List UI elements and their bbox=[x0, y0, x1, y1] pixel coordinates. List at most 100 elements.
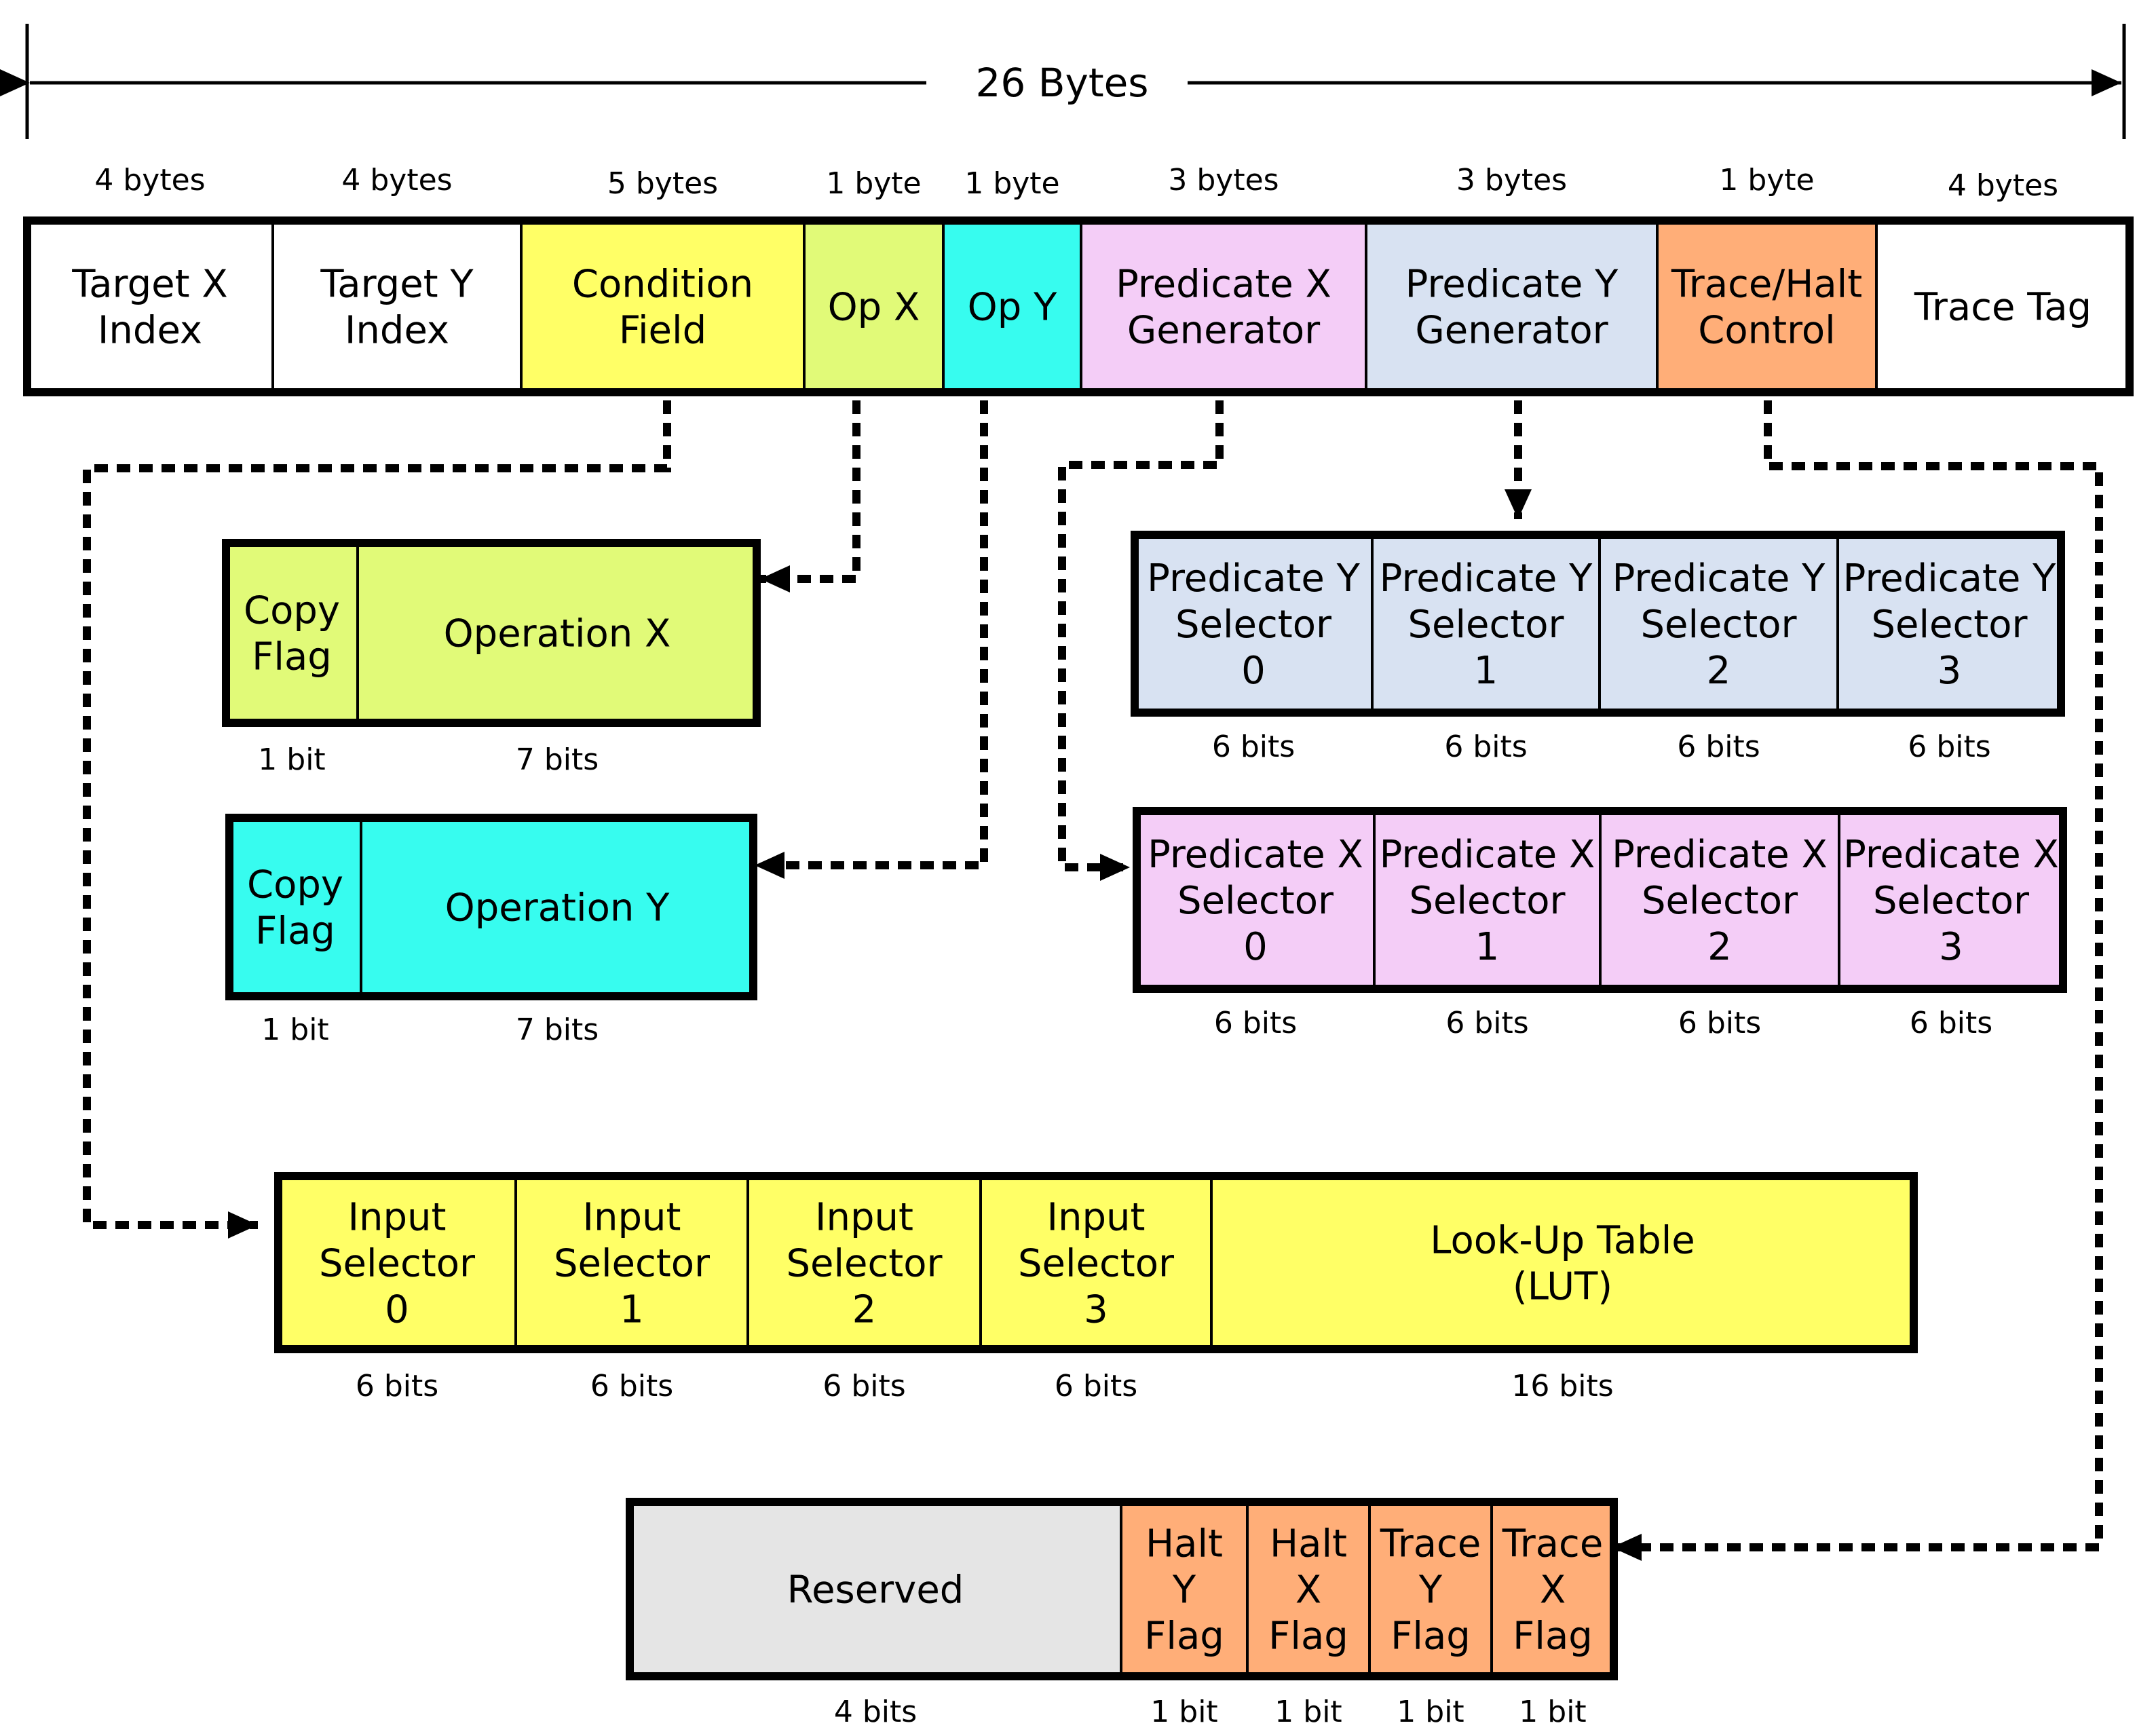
field-label-line: Selector bbox=[319, 1242, 476, 1286]
predicate-y-selectors-row-frame bbox=[1131, 531, 2065, 717]
total-size-label: 26 Bytes bbox=[976, 60, 1149, 106]
field-size-label: 1 bit bbox=[1150, 1695, 1217, 1729]
field-label-line: Predicate Y bbox=[1147, 556, 1360, 601]
field-label-line: Trace bbox=[1380, 1522, 1481, 1566]
field-size-label: 6 bits bbox=[1910, 1006, 1992, 1040]
field-label-line: 1 bbox=[620, 1288, 644, 1332]
field-label-line: Predicate Y bbox=[1612, 556, 1826, 601]
field-label-line: Selector bbox=[1640, 603, 1797, 647]
field-label-line: 3 bbox=[1939, 925, 1963, 969]
condition-field-row-frame bbox=[274, 1172, 1918, 1353]
field-label-line: Look-Up Table bbox=[1430, 1219, 1695, 1263]
total-size-indicator: 26 Bytes bbox=[0, 24, 2126, 139]
field-label-reserved: Reserved bbox=[787, 1568, 964, 1612]
field-cell-input-selector-1 bbox=[514, 1175, 749, 1351]
connectors bbox=[83, 400, 2103, 1561]
field-label-operation-x: Operation X bbox=[444, 612, 671, 656]
field-label-line: Flag bbox=[1391, 1615, 1471, 1659]
field-size-label: 6 bits bbox=[1677, 730, 1760, 764]
field-label-line: Selector bbox=[786, 1242, 943, 1286]
field-cell-operation-x bbox=[356, 542, 758, 724]
field-label-line: Generator bbox=[1415, 309, 1608, 353]
field-size-label: 1 bit bbox=[258, 742, 325, 777]
field-label-line: Input bbox=[815, 1196, 913, 1240]
field-size-label: 4 bits bbox=[834, 1695, 917, 1729]
field-label-line: X bbox=[1540, 1568, 1566, 1612]
field-label-line: Trace/Halt bbox=[1671, 263, 1862, 307]
field-size-label: 6 bits bbox=[356, 1369, 438, 1403]
field-label-line: Trace bbox=[1502, 1522, 1604, 1566]
field-cell-halt-x-flag bbox=[1246, 1501, 1371, 1678]
field-cell-predicate-x-selector-1 bbox=[1373, 810, 1602, 990]
field-cell-copy-flag bbox=[228, 816, 362, 998]
field-cell-input-selector-2 bbox=[746, 1175, 982, 1351]
field-size-label: 6 bits bbox=[1444, 730, 1527, 764]
predicate-x-selectors-row-frame bbox=[1133, 807, 2067, 993]
field-label-op-x: Op X bbox=[828, 286, 920, 330]
field-size-label: 5 bytes bbox=[607, 166, 718, 201]
field-label-line: Flag bbox=[252, 635, 332, 679]
field-size-label: 3 bytes bbox=[1456, 163, 1567, 197]
field-label-line: Target X bbox=[71, 263, 227, 307]
field-label-line: Flag bbox=[255, 909, 335, 954]
field-size-label: 1 byte bbox=[1719, 163, 1814, 197]
field-label-line: Predicate Y bbox=[1843, 556, 2056, 601]
field-cell-predicate-y-generator bbox=[1365, 219, 1659, 394]
field-label-line: 0 bbox=[1241, 649, 1266, 693]
field-label-line: Halt bbox=[1270, 1522, 1347, 1566]
field-size-label: 6 bits bbox=[1678, 1006, 1761, 1040]
field-label-line: Selector bbox=[1642, 879, 1798, 923]
field-label-line: Predicate X bbox=[1380, 833, 1595, 877]
field-label-line: Operation Y bbox=[445, 886, 670, 930]
field-label-line: Operation X bbox=[444, 612, 671, 656]
field-size-label: 1 bit bbox=[1519, 1695, 1586, 1729]
field-label-line: Predicate X bbox=[1843, 833, 2059, 877]
field-size-label: 6 bits bbox=[1055, 1369, 1137, 1403]
field-label-line: Selector bbox=[1175, 603, 1332, 647]
field-label-line: Selector bbox=[1407, 603, 1564, 647]
field-label-line: Copy bbox=[244, 589, 340, 633]
field-label-line: Op Y bbox=[968, 286, 1057, 330]
connector-op-y bbox=[755, 400, 988, 879]
field-cell-target-y-index bbox=[271, 219, 523, 394]
field-label-line: 1 bbox=[1474, 649, 1498, 693]
connector-op-x bbox=[760, 400, 860, 592]
field-cell-trace-y-flag bbox=[1368, 1501, 1493, 1678]
field-size-label: 6 bits bbox=[1212, 730, 1295, 764]
field-size-label: 7 bits bbox=[516, 742, 599, 777]
field-label-line: Flag bbox=[1513, 1615, 1593, 1659]
field-label-line: Selector bbox=[1873, 879, 2030, 923]
field-cell-input-selector-0 bbox=[277, 1175, 517, 1351]
field-size-label: 6 bits bbox=[1445, 1006, 1528, 1040]
field-label-line: Halt bbox=[1146, 1522, 1223, 1566]
field-label-line: Selector bbox=[1018, 1242, 1175, 1286]
field-label-line: Y bbox=[1172, 1568, 1196, 1612]
field-label-line: 2 bbox=[1707, 925, 1732, 969]
field-cell-target-x-index bbox=[26, 219, 274, 394]
field-cell-condition-field bbox=[520, 219, 806, 394]
field-label-line: Selector bbox=[1409, 879, 1566, 923]
field-size-label: 3 bytes bbox=[1168, 163, 1279, 197]
field-cell-trace-halt-control bbox=[1656, 219, 1878, 394]
field-label-line: Predicate Y bbox=[1405, 263, 1619, 307]
